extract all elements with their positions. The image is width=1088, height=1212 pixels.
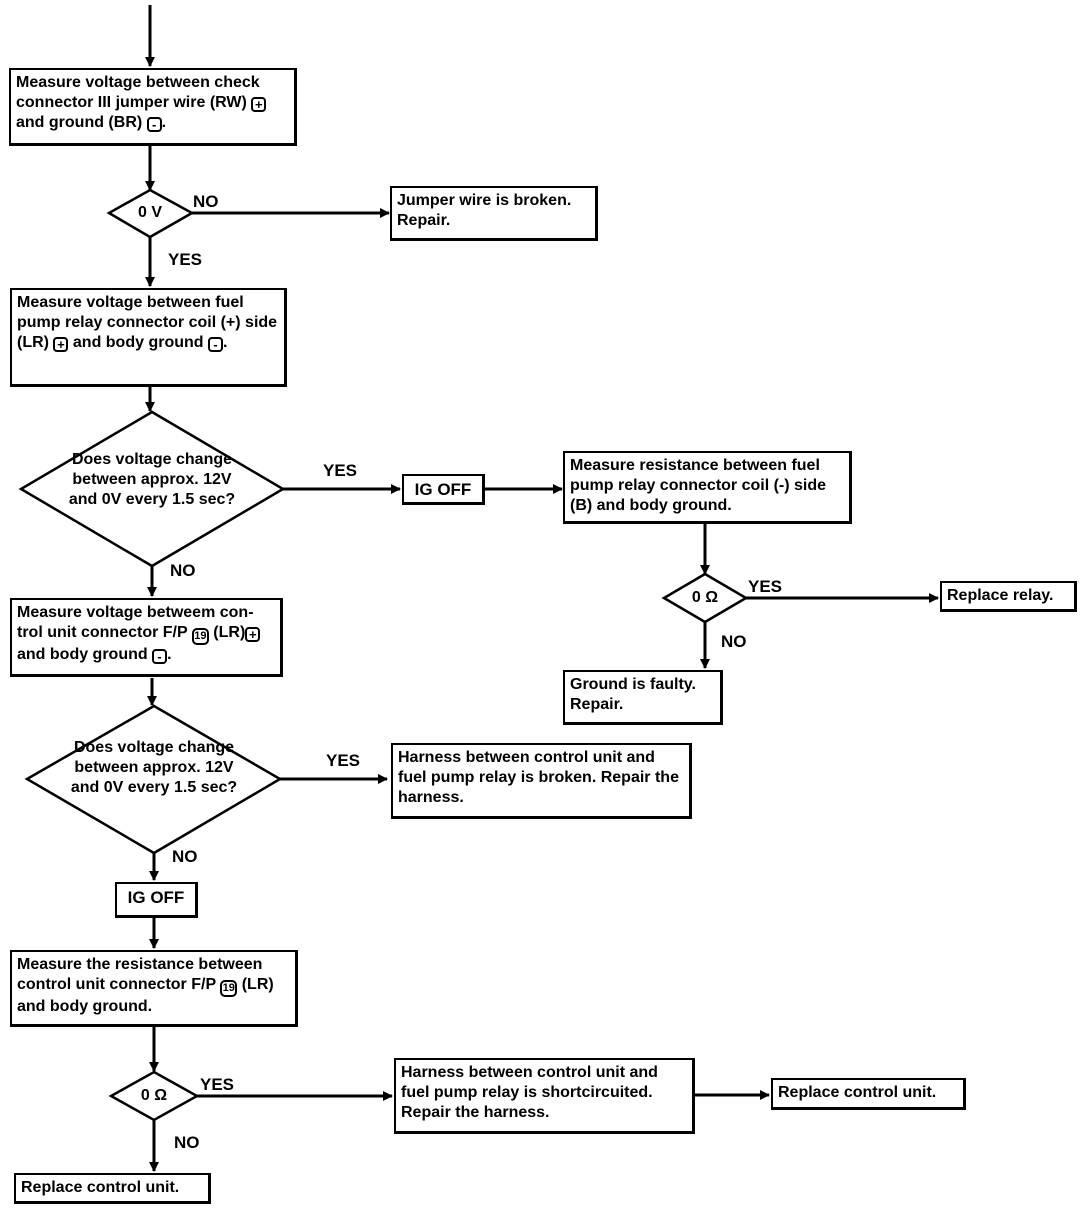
step-text: Measure voltage betweem con-trol unit co… bbox=[17, 604, 254, 641]
step-measure-relay-coil: Measure voltage between fuel pump relay … bbox=[10, 288, 287, 387]
no-label: NO bbox=[721, 632, 747, 651]
result-ground-faulty: Ground is faulty. Repair. bbox=[563, 670, 723, 725]
step-text: . bbox=[161, 114, 167, 131]
ig-off-label: IG OFF bbox=[115, 882, 198, 918]
minus-symbol: - bbox=[146, 117, 162, 132]
pin-number: 19 bbox=[220, 980, 238, 997]
step-measure-resistance-coil: Measure resistance between fuel pump rel… bbox=[563, 451, 852, 524]
step-text: . bbox=[167, 646, 172, 663]
no-label: NO bbox=[174, 1133, 200, 1152]
yes-label: YES bbox=[200, 1075, 235, 1094]
ig-off-label: IG OFF bbox=[402, 474, 485, 505]
result-replace-control-unit: Replace control unit. bbox=[14, 1173, 211, 1204]
step-text: Measure the resistance between control u… bbox=[17, 956, 263, 993]
decision-d5-shape bbox=[108, 1070, 200, 1122]
step-measure-control-unit-resistance: Measure the resistance between control u… bbox=[10, 950, 298, 1027]
result-replace-relay: Replace relay. bbox=[940, 581, 1077, 612]
step-text: and body ground bbox=[17, 646, 153, 663]
plus-symbol: + bbox=[245, 627, 261, 642]
decision-d2-shape bbox=[18, 410, 286, 568]
decision-d4-shape bbox=[24, 704, 283, 855]
result-jumper-broken: Jumper wire is broken. Repair. bbox=[390, 186, 598, 241]
step-text: Measure voltage between fuel pump relay … bbox=[17, 294, 278, 351]
decision-d1-shape bbox=[106, 188, 195, 239]
step-measure-control-unit-voltage: Measure voltage betweem con-trol unit co… bbox=[10, 598, 283, 677]
decision-d5-label: 0 Ω bbox=[140, 1087, 168, 1104]
step-text: (LR) bbox=[213, 624, 246, 641]
step-text: . bbox=[222, 334, 228, 351]
minus-symbol: - bbox=[207, 337, 223, 352]
step-text: Measure voltage between check connector … bbox=[16, 74, 260, 111]
no-label: NO bbox=[172, 847, 198, 866]
no-label: NO bbox=[170, 561, 196, 580]
yes-label: YES bbox=[323, 461, 358, 480]
step-measure-check-connector: Measure voltage between check connector … bbox=[9, 68, 297, 146]
step-text: (LR) and body ground. bbox=[17, 976, 274, 1015]
decision-d1-label: 0 V bbox=[137, 204, 162, 221]
yes-label: YES bbox=[748, 577, 783, 596]
plus-symbol: + bbox=[53, 337, 69, 352]
yes-label: YES bbox=[326, 751, 361, 770]
step-text: and ground (BR) bbox=[16, 114, 143, 131]
result-replace-control-unit: Replace control unit. bbox=[771, 1078, 966, 1110]
pin-number: 19 bbox=[191, 628, 209, 645]
result-harness-shortcircuit: Harness between control unit and fuel pu… bbox=[394, 1058, 695, 1134]
step-text: and body ground bbox=[72, 334, 208, 351]
decision-d3-shape bbox=[661, 572, 749, 624]
yes-label: YES bbox=[168, 250, 203, 269]
no-label: NO bbox=[193, 192, 219, 211]
result-harness-broken: Harness between control unit and fuel pu… bbox=[391, 743, 692, 819]
decision-d3-label: 0 Ω bbox=[691, 589, 719, 606]
decision-d2-label: Does voltage change between approx. 12V … bbox=[68, 451, 236, 508]
plus-symbol: + bbox=[251, 97, 267, 112]
minus-symbol: - bbox=[152, 649, 168, 664]
decision-d4-label: Does voltage change between approx. 12V … bbox=[70, 739, 238, 796]
